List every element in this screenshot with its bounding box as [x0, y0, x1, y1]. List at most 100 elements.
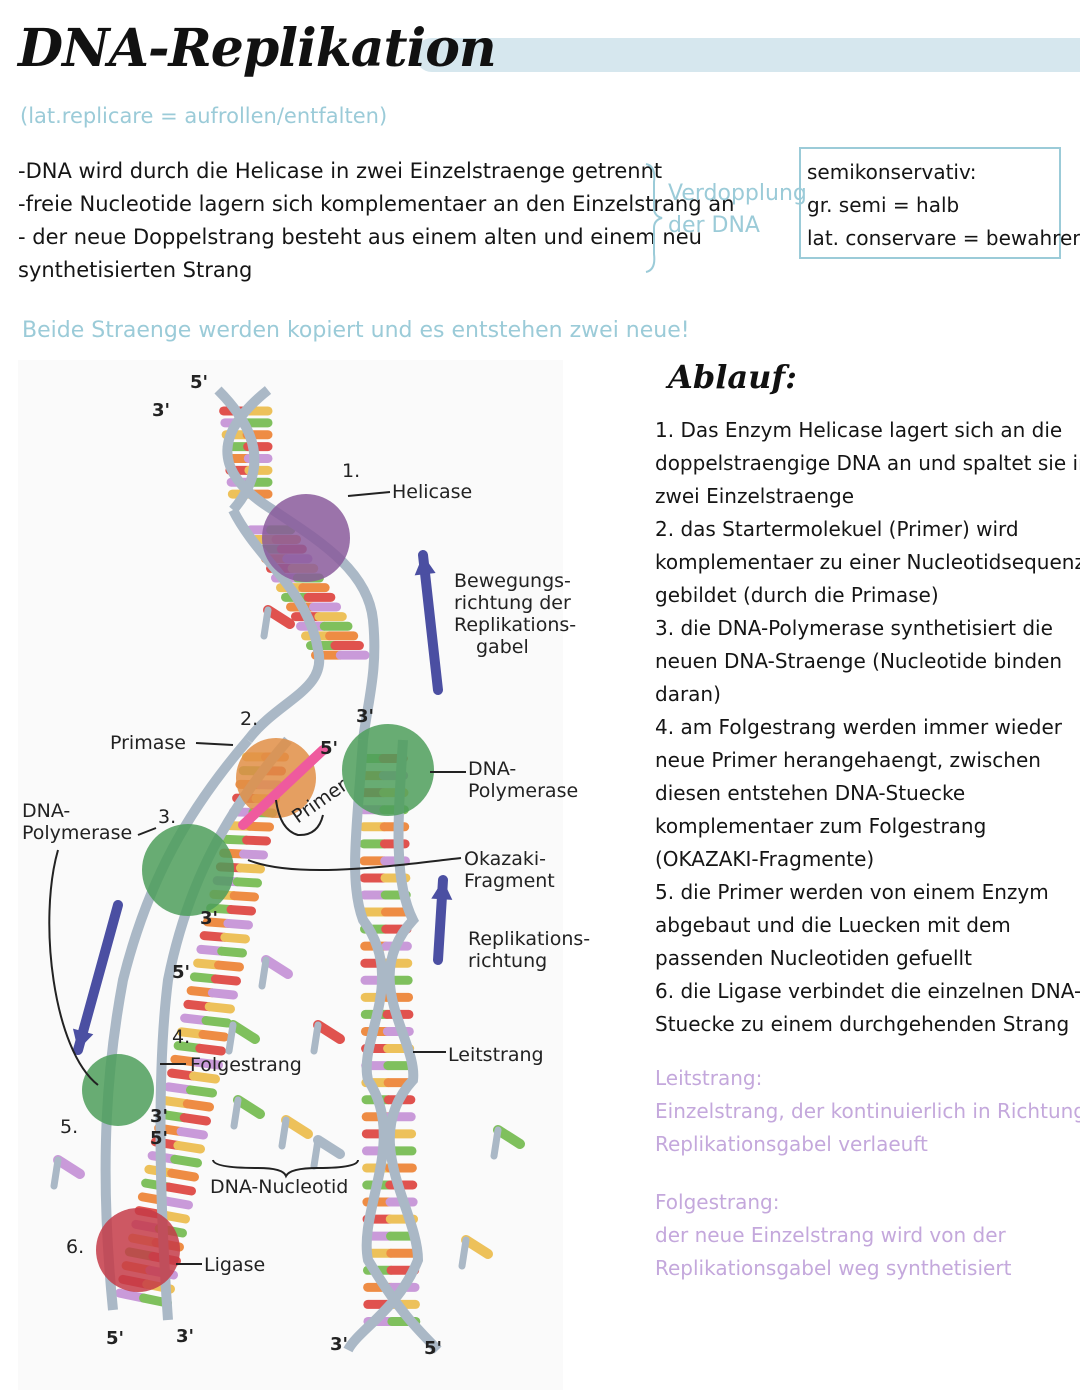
definition-line: Replikationsgabel weg synthetisiert — [655, 1256, 1012, 1280]
replication-diagram: 5' 3' 1. Helicase Bewegungs- richtung de… — [18, 360, 590, 1390]
ablauf-step-line: Stuecke zu einem durchgehenden Strang — [655, 1012, 1070, 1036]
step-number-1: 1. — [342, 460, 361, 482]
free-nucleotide-backbone — [278, 1116, 290, 1150]
base-pair — [192, 1057, 223, 1070]
subtitle: (lat.replicare = aufrollen/entfalten) — [20, 104, 388, 128]
base-pair — [223, 918, 253, 930]
pointer-polymerase-left — [137, 827, 157, 836]
base-pair — [210, 974, 241, 986]
leitstrang-definition: Leitstrang: Einzelstrang, der kontinuier… — [655, 1062, 1080, 1161]
free-nucleotide — [461, 1235, 493, 1259]
step-number-3: 3. — [158, 806, 177, 828]
ablauf-step-line: (OKAZAKI-Fragmente) — [655, 847, 875, 871]
label-line: Fragment — [464, 870, 555, 892]
replication-fork-svg — [48, 386, 525, 1354]
label-leitstrang: Leitstrang — [448, 1044, 544, 1066]
free-nucleotide-backbone — [458, 1236, 470, 1270]
label-ligase: Ligase — [204, 1254, 266, 1276]
primer-bracket — [275, 799, 324, 837]
label-line: Replikations- — [468, 928, 591, 950]
label-3prime-left: 3' — [200, 908, 219, 929]
base-pair — [235, 863, 265, 874]
lagging-template-strand — [100, 736, 252, 1311]
base-pair — [170, 1154, 202, 1168]
intro-line: -freie Nucleotide lagern sich komplement… — [18, 192, 735, 216]
base-pair — [164, 1182, 196, 1196]
arrow-bewegungsrichtung-head — [414, 555, 436, 576]
label-line: richtung — [468, 950, 548, 972]
semikonservativ-line: gr. semi = halb — [807, 193, 960, 217]
semikonservativ-line: lat. conservare = bewahren — [807, 226, 1080, 250]
base-pair — [220, 932, 250, 944]
ablauf-step-line: neue Primer herangehaengt, zwischen — [655, 748, 1041, 772]
step-number-5: 5. — [60, 1116, 79, 1138]
free-nucleotide — [233, 1095, 265, 1119]
definition-line: Einzelstrang, der kontinuierlich in Rich… — [655, 1099, 1080, 1123]
base-pair — [229, 891, 259, 902]
definition-line: Replikationsgabel verlaeuft — [655, 1132, 928, 1156]
free-nucleotide — [281, 1115, 313, 1139]
definition-line: der neue Einzelstrang wird von der — [655, 1223, 1006, 1247]
label-line: gabel — [476, 636, 529, 658]
ligase-enzyme — [96, 1208, 180, 1292]
free-nucleotide — [228, 1020, 260, 1044]
backbone-strand — [214, 386, 276, 515]
base-pair — [239, 849, 268, 860]
semikonservativ-line: semikonservativ: — [807, 160, 977, 184]
label-replikationsrichtung: Replikations- richtung — [468, 928, 590, 972]
ablauf-step-line: 6. die Ligase verbindet die einzelnen DN… — [655, 979, 1080, 1003]
free-nucleotide — [313, 1135, 345, 1159]
ablauf-step-line: diesen entstehen DNA-Stuecke — [655, 781, 966, 805]
helicase-enzyme — [262, 494, 350, 582]
verdopplung-line: der DNA — [668, 213, 760, 238]
free-nucleotide — [493, 1125, 525, 1149]
ablauf-step-line: passenden Nucleotiden gefuellt — [655, 946, 972, 970]
label-okazaki: Okazaki- Fragment — [464, 848, 555, 892]
primer-segment — [238, 745, 328, 830]
free-nucleotide — [263, 605, 295, 629]
label-5prime-top: 5' — [190, 372, 209, 393]
definition-line: Leitstrang: — [655, 1066, 763, 1090]
page-title: DNA-Replikation — [18, 18, 497, 79]
label-3prime-mid: 3' — [356, 706, 375, 727]
base-pair — [207, 988, 238, 1000]
base-pair — [217, 946, 247, 958]
label-line: DNA- — [22, 800, 71, 822]
ablauf-step-line: 4. am Folgestrang werden immer wieder — [655, 715, 1063, 739]
beide-note: Beide Straenge werden kopiert und es ent… — [22, 318, 690, 343]
label-5prime-primer: 5' — [320, 738, 339, 759]
ablauf-step-line: neuen DNA-Straenge (Nucleotide binden — [655, 649, 1063, 673]
free-nucleotide-backbone — [230, 1096, 242, 1130]
verdopplung-line: Verdopplung — [668, 181, 807, 206]
primase-enzyme — [236, 738, 316, 818]
label-dna-polymerase-right: DNA- Polymerase — [468, 758, 578, 802]
leading-strand-b — [343, 739, 424, 1353]
parental-strand-left — [228, 507, 325, 744]
label-helicase: Helicase — [392, 481, 473, 503]
intro-line: synthetisierten Strang — [18, 258, 253, 282]
polymerase-enzyme-left — [142, 824, 234, 916]
base-pair — [176, 1127, 208, 1140]
label-line: Okazaki- — [464, 848, 547, 870]
ablauf-step-line: 3. die DNA-Polymerase synthetisiert die — [655, 616, 1053, 640]
label-3prime-bottom-right: 3' — [330, 1334, 349, 1355]
free-nucleotide-backbone — [310, 1136, 322, 1170]
base-pair — [195, 1043, 226, 1056]
label-folgestrang: Folgestrang — [190, 1054, 302, 1076]
ablauf-step-line: 2. das Startermolekuel (Primer) wird — [655, 517, 1019, 541]
nucleotid-bracket — [212, 1159, 359, 1179]
ablauf-steps: 1. Das Enzym Helicase lagert sich an die… — [655, 414, 1080, 1041]
free-nucleotide — [53, 1155, 85, 1179]
label-bewegung: Bewegungs- richtung der Replikations- ga… — [454, 570, 576, 658]
base-pair — [226, 905, 256, 916]
title-decoration-bar — [415, 38, 1080, 72]
curly-brace — [645, 163, 663, 273]
intro-line: - der neue Doppelstrang besteht aus eine… — [18, 225, 702, 249]
label-3prime-bottom-left: 3' — [176, 1326, 195, 1347]
ablauf-title: Ablauf: — [668, 358, 797, 396]
free-nucleotide-backbone — [258, 956, 270, 990]
arrow-replikationsrichtung-head — [431, 880, 453, 900]
lagging-new-strand — [155, 736, 292, 1321]
folgestrang-definition: Folgestrang: der neue Einzelstrang wird … — [655, 1186, 1075, 1285]
base-pair — [232, 877, 262, 888]
